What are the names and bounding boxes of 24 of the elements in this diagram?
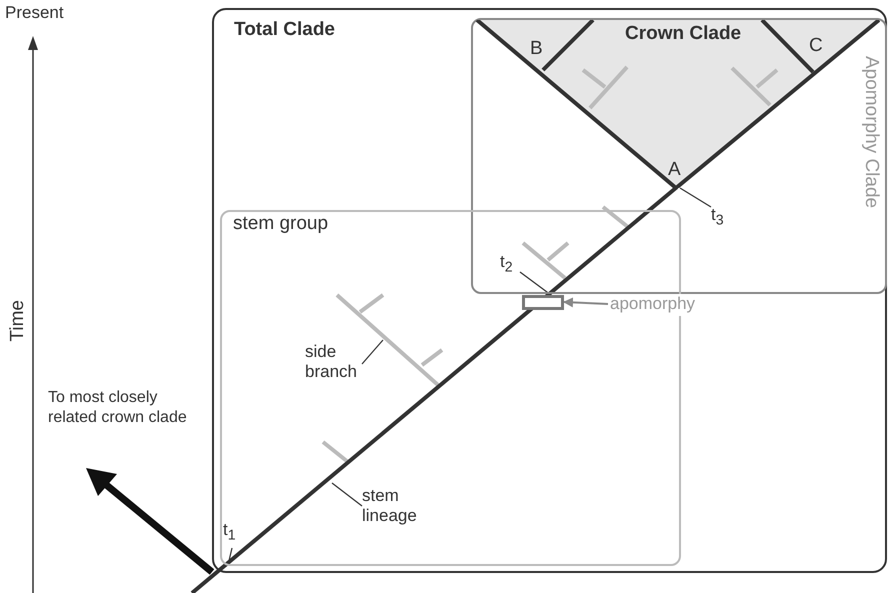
apomorphy-clade-box — [471, 18, 887, 294]
annotation-label: side branch — [305, 342, 375, 386]
leader-line — [680, 187, 712, 208]
arrow — [563, 297, 608, 308]
leader-line — [520, 272, 552, 296]
node-letter: B — [530, 39, 543, 59]
vertical-clade-label: Apomorphy Clade — [861, 56, 881, 208]
group-title: stem group — [233, 214, 328, 234]
annotation-label: To most closely related crown clade — [48, 388, 188, 428]
time-point-label: t$_{2}$ — [500, 252, 522, 280]
time-end-label: Present — [5, 3, 64, 23]
annotation-label: stem lineage — [362, 486, 442, 530]
node-letter: C — [809, 36, 823, 56]
clade-title: Crown Clade — [625, 24, 742, 44]
leader-line — [332, 482, 362, 506]
time-point-label: t$_{1}$ — [223, 520, 241, 548]
node-letter: A — [668, 160, 681, 180]
annotation-label: apomorphy — [608, 294, 696, 316]
total-clade-box — [212, 8, 887, 573]
time-point-label: t$_{3}$ — [711, 205, 733, 233]
apomorphy-marker — [522, 295, 564, 310]
axis-label: Time — [8, 300, 28, 342]
leader-line — [362, 340, 384, 364]
clade-title: Total Clade — [234, 20, 335, 40]
